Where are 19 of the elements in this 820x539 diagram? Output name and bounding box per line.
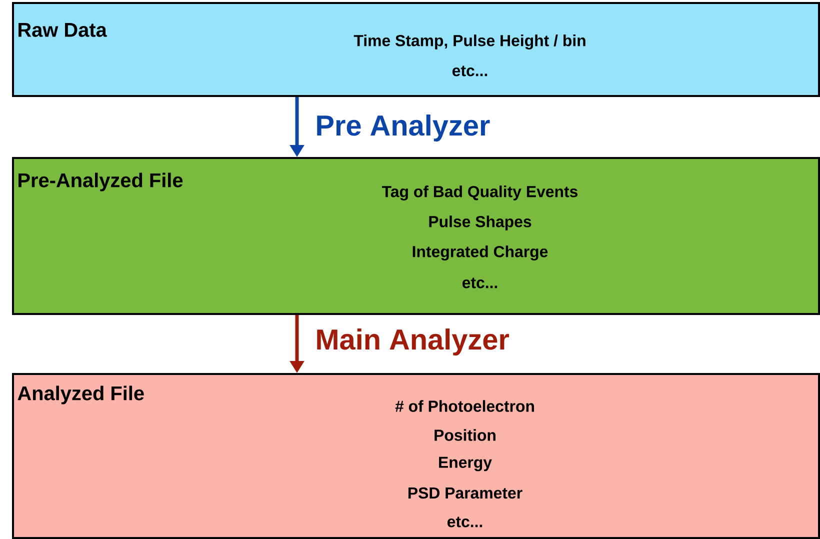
list-item: etc...: [462, 278, 498, 288]
list-item: Integrated Charge: [412, 246, 548, 260]
list-item: etc...: [447, 516, 482, 528]
edge-label: Main Analyzer: [317, 328, 510, 356]
list-item: # of Photoelectron: [395, 400, 534, 412]
box-heading: Pre-Analyzed File: [18, 172, 183, 192]
edge-label: Pre Analyzer: [317, 114, 490, 142]
list-item: Time Stamp, Pulse Height / bin: [354, 34, 586, 50]
list-item: PSD Parameter: [408, 487, 522, 499]
list-item: Pulse Shapes: [429, 216, 532, 230]
list-item: Position: [434, 429, 496, 441]
file-box: [12, 373, 820, 539]
list-item: Energy: [439, 456, 492, 472]
box-heading: Analyzed File: [18, 386, 144, 404]
box-heading: Raw Data: [18, 23, 107, 37]
file-box: [12, 157, 820, 315]
file-box: [12, 2, 820, 97]
list-item: etc...: [452, 66, 488, 76]
list-item: Tag of Bad Quality Events: [382, 186, 578, 200]
